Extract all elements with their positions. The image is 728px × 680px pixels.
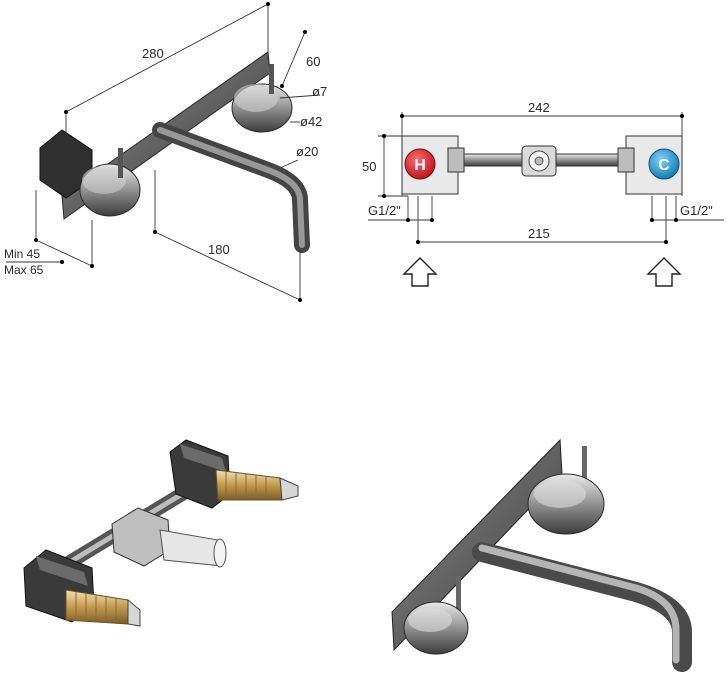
inlet-arrow-left-icon <box>402 257 438 287</box>
dim-center-distance: 215 <box>528 226 550 241</box>
concealed-valve-render <box>23 439 299 627</box>
dim-thread-right: G1/2" <box>680 203 713 218</box>
faucet-spout <box>152 122 310 253</box>
dim-spout-diameter: ø20 <box>296 144 318 159</box>
dim-length-280: 280 <box>142 46 164 61</box>
dim-knob-diameter: ø42 <box>300 114 322 129</box>
dim-total-width: 242 <box>528 100 550 115</box>
concealed-body-dimension-drawing: H C 242 50 G1/2" G1/2" 215 <box>362 100 724 287</box>
dim-body-height: 50 <box>362 159 376 174</box>
dim-thread-left: G1/2" <box>368 203 401 218</box>
inlet-arrow-right-icon <box>646 257 682 287</box>
dim-min: Min 45 <box>4 247 40 261</box>
dim-spout-reach: 180 <box>208 242 230 257</box>
cold-indicator-label: C <box>658 157 670 174</box>
center-fitting <box>521 145 557 177</box>
dim-depth-60: 60 <box>306 54 320 69</box>
faucet-render <box>391 438 692 672</box>
faucet-dimension-drawing: 280 60 ø7 ø42 ø20 180 Min 45 Max 65 <box>4 2 327 302</box>
cold-valve-body: C <box>617 135 683 195</box>
dim-max: Max 65 <box>4 263 44 277</box>
knob-left <box>79 148 141 217</box>
hot-valve-body: H <box>401 135 465 195</box>
hot-indicator-label: H <box>414 157 426 174</box>
dim-handle-diameter: ø7 <box>312 84 327 99</box>
knob-right <box>231 64 293 133</box>
